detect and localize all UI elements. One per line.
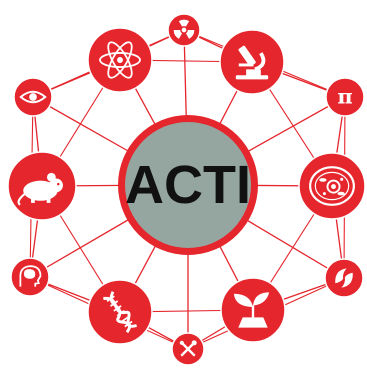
brain-icon [19, 265, 42, 287]
topic-node [87, 27, 153, 93]
tools-icon [179, 340, 197, 357]
topic-node [13, 77, 53, 117]
topic-node [220, 277, 286, 343]
topic-node [219, 29, 285, 95]
pi-icon: π [337, 83, 352, 108]
radiation-icon [173, 19, 195, 39]
eye-icon [19, 90, 47, 104]
topic-node: π [325, 77, 365, 117]
dna-icon [103, 291, 138, 334]
topic-node [87, 279, 153, 345]
topic-node [324, 258, 364, 298]
microscope-icon [235, 45, 269, 80]
dolphins-icon [335, 268, 353, 288]
plant-icon [233, 292, 270, 328]
svg-text:π: π [337, 83, 352, 108]
topic-node [298, 152, 366, 220]
cell-icon [309, 166, 355, 206]
node-circle [325, 77, 365, 117]
mouse-icon [17, 172, 63, 206]
center-disc [125, 122, 251, 248]
node-circle [324, 258, 364, 298]
center-hub: ACTI [118, 115, 258, 255]
topic-node [7, 151, 77, 221]
topic-node [10, 257, 50, 297]
topic-node [167, 13, 201, 47]
center-label: ACTI [125, 155, 251, 215]
topic-node [171, 332, 205, 366]
topic-nodes: π [7, 13, 366, 366]
